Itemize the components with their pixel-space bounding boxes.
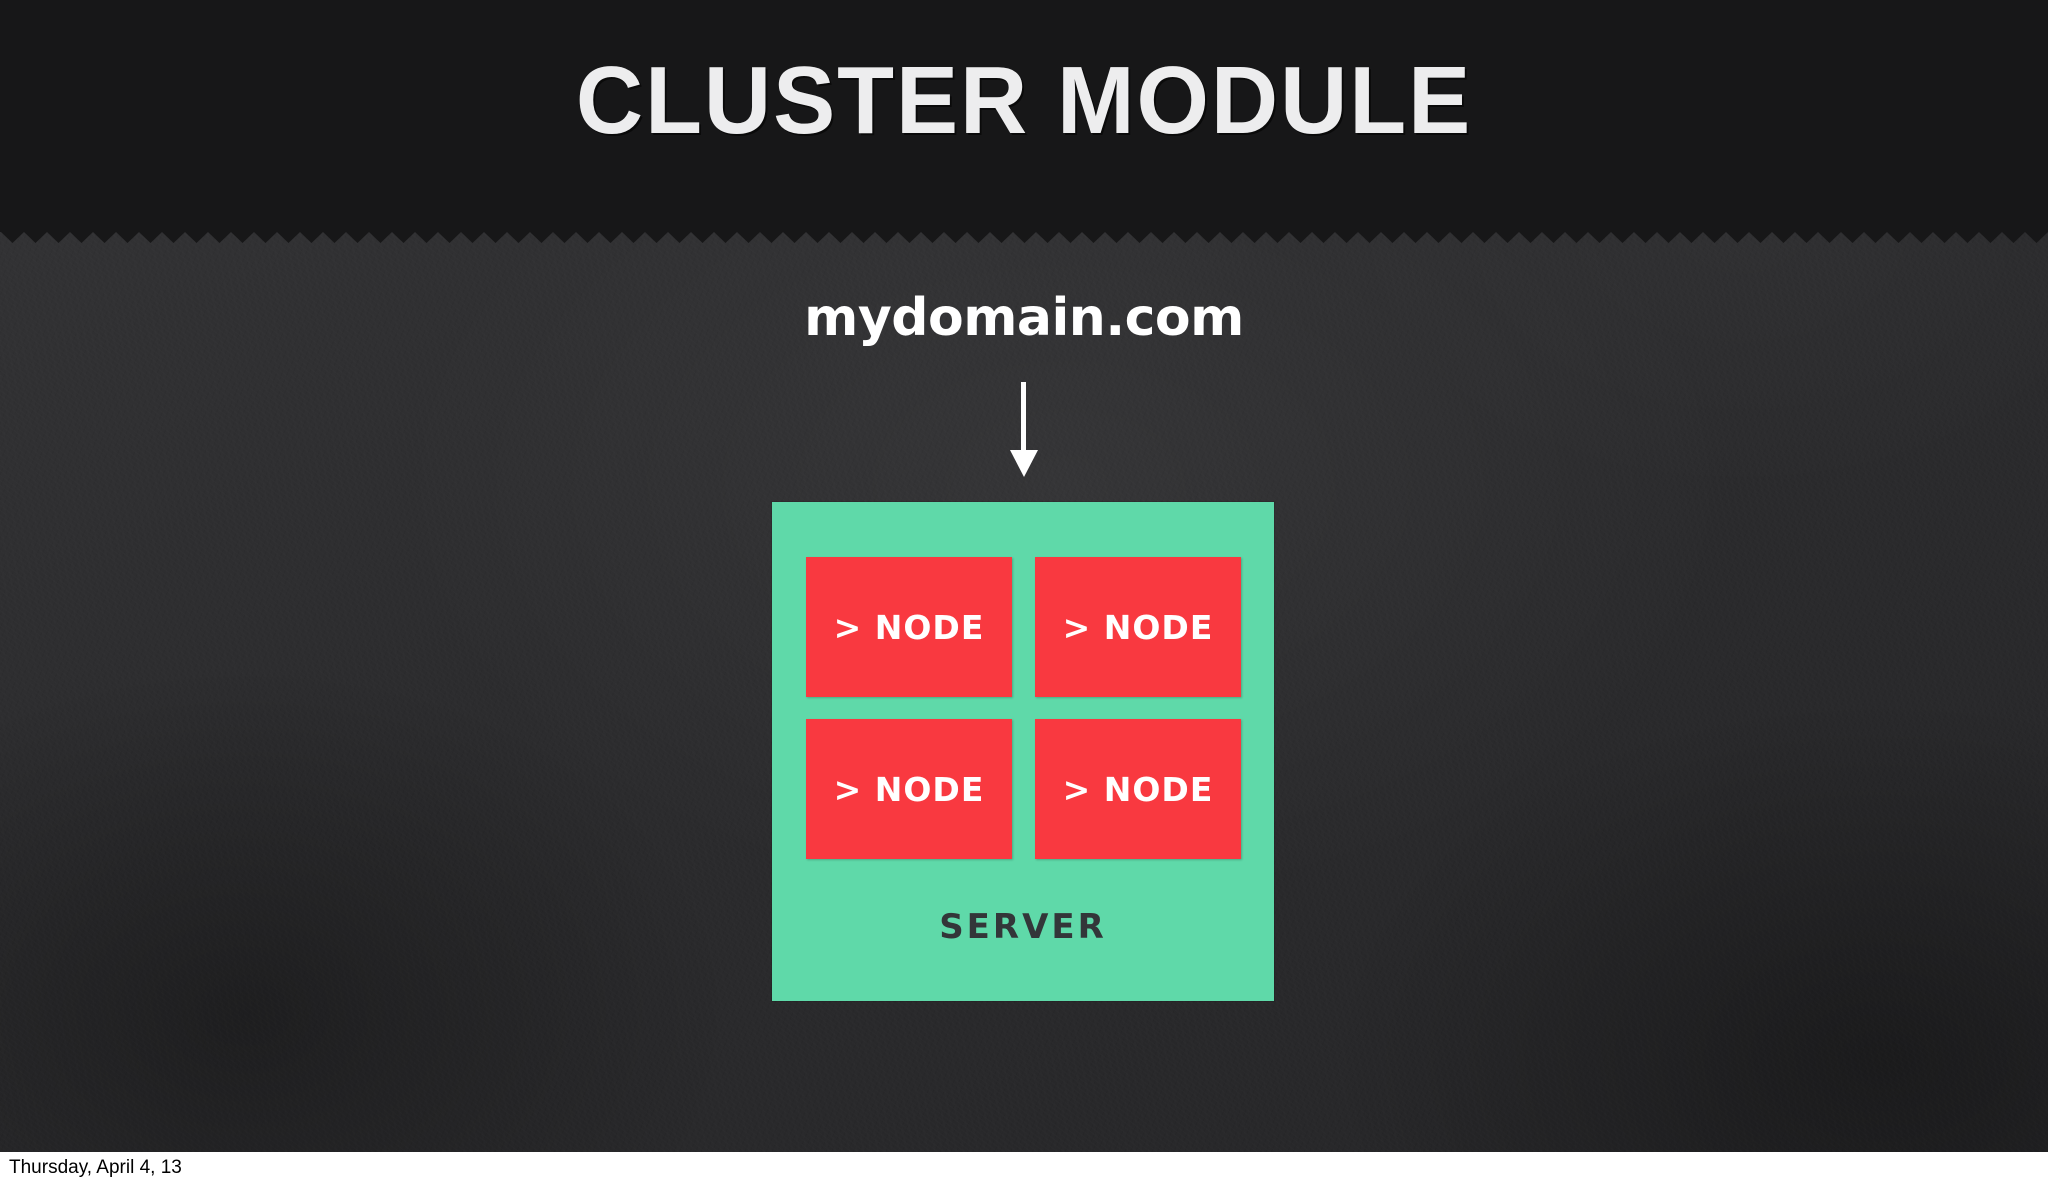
node-label: > NODE (1062, 607, 1214, 647)
page-title: CLUSTER MODULE (575, 47, 1473, 154)
server-box: > NODE > NODE > NODE > NODE SERVER (772, 502, 1274, 1001)
node-box[interactable]: > NODE (1035, 557, 1241, 697)
footer-date: Thursday, April 4, 13 (9, 1157, 182, 1178)
server-label: SERVER (939, 907, 1107, 947)
node-box[interactable]: > NODE (1035, 719, 1241, 859)
torn-edge-decoration (0, 232, 2048, 243)
slide-header-band: CLUSTER MODULE (0, 0, 2048, 232)
node-grid: > NODE > NODE > NODE > NODE (806, 557, 1241, 859)
node-label: > NODE (833, 607, 985, 647)
footer-bar: Thursday, April 4, 13 (0, 1152, 2048, 1184)
domain-label: mydomain.com (804, 288, 1244, 348)
node-label: > NODE (833, 769, 985, 809)
arrow-down-icon (1010, 382, 1038, 477)
node-box[interactable]: > NODE (806, 557, 1012, 697)
node-label: > NODE (1062, 769, 1214, 809)
node-box[interactable]: > NODE (806, 719, 1012, 859)
